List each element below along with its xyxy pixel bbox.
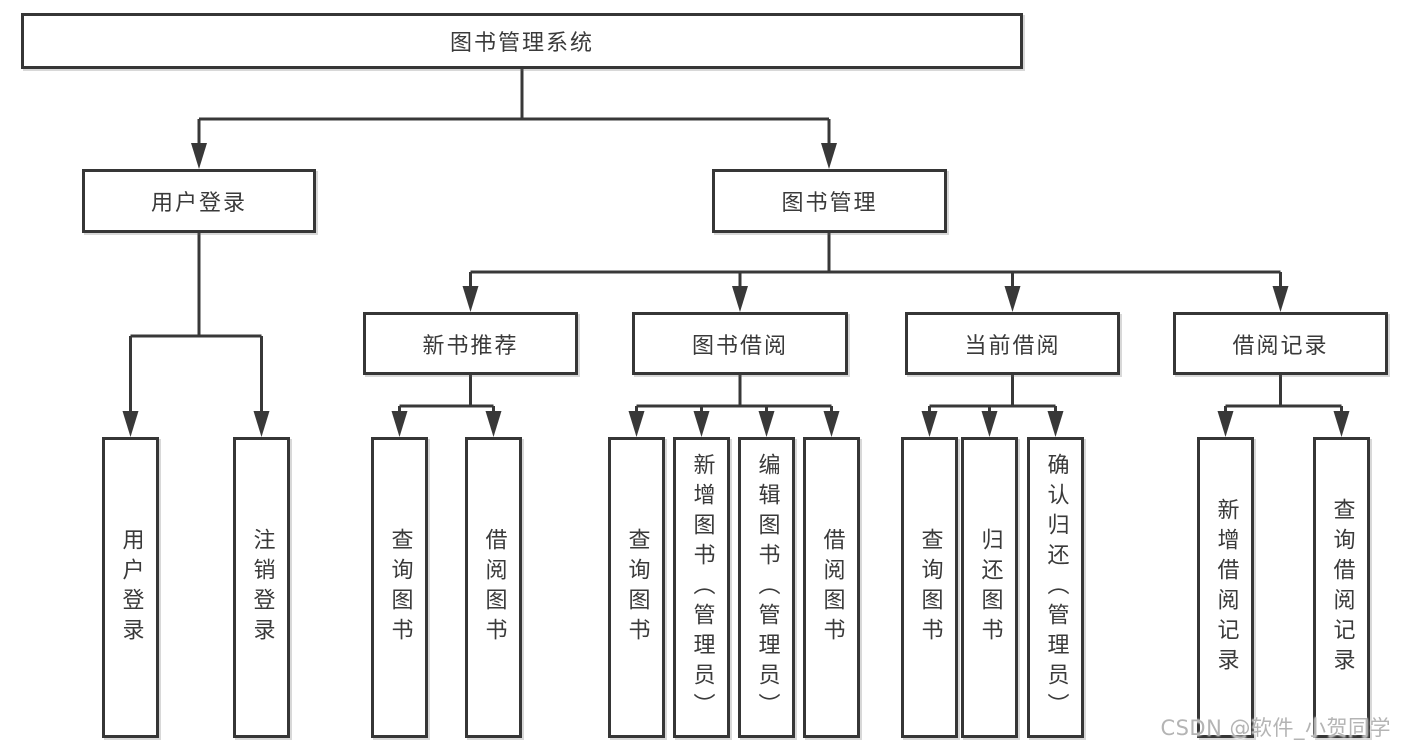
leaf-label: 查询借阅记录	[1329, 497, 1355, 678]
leaf-user-login: 用户登录	[102, 437, 159, 738]
node-library-management-system: 图书管理系统	[21, 13, 1023, 69]
leaf-confirm-return-admin: 确认归还（管理员）	[1027, 437, 1084, 738]
leaf-query-book-2: 查询图书	[608, 437, 665, 738]
leaf-label: 归还图书	[977, 527, 1003, 648]
leaf-query-book-3: 查询图书	[901, 437, 958, 738]
leaf-query-book: 查询图书	[371, 437, 428, 738]
leaf-return-book: 归还图书	[961, 437, 1018, 738]
node-user-login: 用户登录	[82, 169, 316, 233]
leaf-add-book-admin: 新增图书（管理员）	[673, 437, 730, 738]
leaf-label: 用户登录	[118, 527, 144, 648]
leaf-label: 编辑图书（管理员）	[754, 452, 780, 723]
node-new-book-recommend: 新书推荐	[363, 312, 578, 375]
csdn-watermark: CSDN @软件_小贺同学	[1160, 716, 1391, 740]
leaf-label: 借阅图书	[819, 527, 845, 648]
leaf-borrow-book-2: 借阅图书	[803, 437, 860, 738]
node-label: 图书管理	[781, 191, 878, 216]
leaf-query-borrow-record: 查询借阅记录	[1313, 437, 1370, 738]
leaf-label: 确认归还（管理员）	[1043, 452, 1069, 723]
node-current-borrowing: 当前借阅	[905, 312, 1120, 375]
node-label: 当前借阅	[964, 333, 1061, 359]
node-label: 用户登录	[150, 191, 247, 216]
leaf-label: 查询图书	[917, 527, 943, 648]
leaf-add-borrow-record: 新增借阅记录	[1197, 437, 1254, 738]
arrowhead-icons	[122, 143, 1350, 437]
node-book-management: 图书管理	[712, 169, 947, 233]
leaf-logout: 注销登录	[233, 437, 290, 738]
node-label: 新书推荐	[422, 333, 519, 359]
node-borrowing-records: 借阅记录	[1173, 312, 1388, 375]
leaf-edit-book-admin: 编辑图书（管理员）	[738, 437, 795, 738]
leaf-borrow-book: 借阅图书	[465, 437, 522, 738]
leaf-label: 查询图书	[624, 527, 650, 648]
leaf-label: 新增借阅记录	[1213, 497, 1239, 678]
node-label: 图书管理系统	[449, 31, 594, 56]
leaf-label: 借阅图书	[481, 527, 507, 648]
leaf-label: 注销登录	[249, 527, 275, 648]
leaf-label: 查询图书	[387, 527, 413, 648]
node-label: 借阅记录	[1232, 333, 1329, 359]
node-label: 图书借阅	[691, 333, 788, 359]
leaf-label: 新增图书（管理员）	[689, 452, 715, 723]
node-book-borrowing: 图书借阅	[632, 312, 848, 375]
